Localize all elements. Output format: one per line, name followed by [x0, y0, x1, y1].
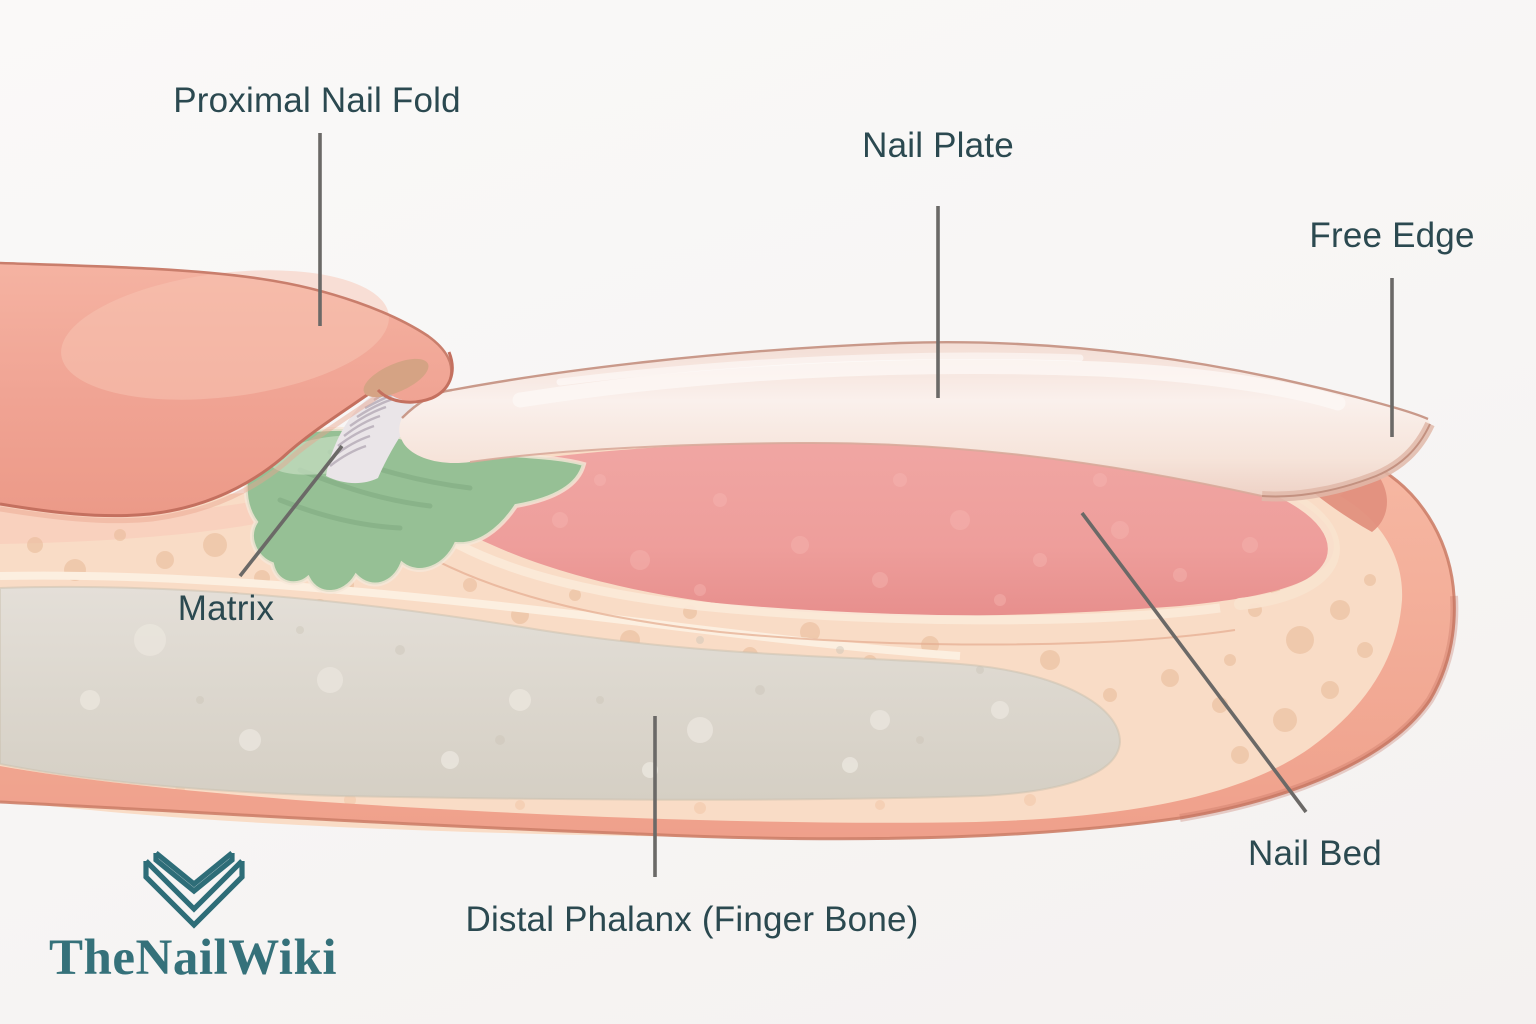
nail-bed-texture — [552, 473, 1258, 606]
nail-plate-bottom-edge — [469, 441, 1263, 497]
subcutis-left — [0, 452, 380, 544]
fold-crease-shadow — [0, 393, 380, 524]
label-matrix: Matrix — [177, 589, 275, 628]
distal-phalanx-bone — [0, 585, 1122, 801]
bone-top-pale-line — [0, 571, 961, 660]
bed-right-pale-arc — [1234, 486, 1340, 610]
outer-skin-shade — [1179, 595, 1459, 822]
leader-nail-bed — [1080, 511, 1308, 814]
fold-tip-curl — [376, 351, 454, 404]
outer-skin-outline — [0, 468, 1456, 841]
open-book-icon — [143, 850, 245, 929]
nail-plate-highlight — [512, 358, 1346, 411]
bed-bottom-pale-line — [417, 516, 1221, 625]
bone-mottling-dark — [196, 626, 984, 745]
fold-top-outline — [0, 261, 453, 381]
logo-wordmark: TheNailWiki — [49, 930, 337, 986]
label-nail-bed: Nail Bed — [1248, 834, 1382, 873]
label-nail-plate: Nail Plate — [862, 126, 1014, 165]
nail-bed-shape — [418, 440, 1334, 616]
label-proximal-nail-fold: Proximal Nail Fold — [173, 81, 461, 120]
bone-mottling-light — [80, 624, 1009, 778]
free-edge-underside-line — [1261, 423, 1431, 498]
cuticle — [363, 358, 429, 398]
fold-highlight — [61, 270, 389, 400]
label-free-edge: Free Edge — [1309, 216, 1475, 255]
leader-matrix — [238, 444, 344, 578]
outer-skin-band — [0, 470, 1455, 839]
fold-crease-line — [0, 384, 381, 518]
leader-lines — [238, 133, 1394, 877]
bed-bottom-thin-line — [399, 539, 1236, 646]
nail-plate-top-edge — [401, 341, 1429, 421]
label-distal-phalanx: Distal Phalanx (Finger Bone) — [465, 900, 919, 939]
nail-root — [326, 386, 415, 484]
nail-plate-highlight-2 — [556, 352, 1084, 386]
